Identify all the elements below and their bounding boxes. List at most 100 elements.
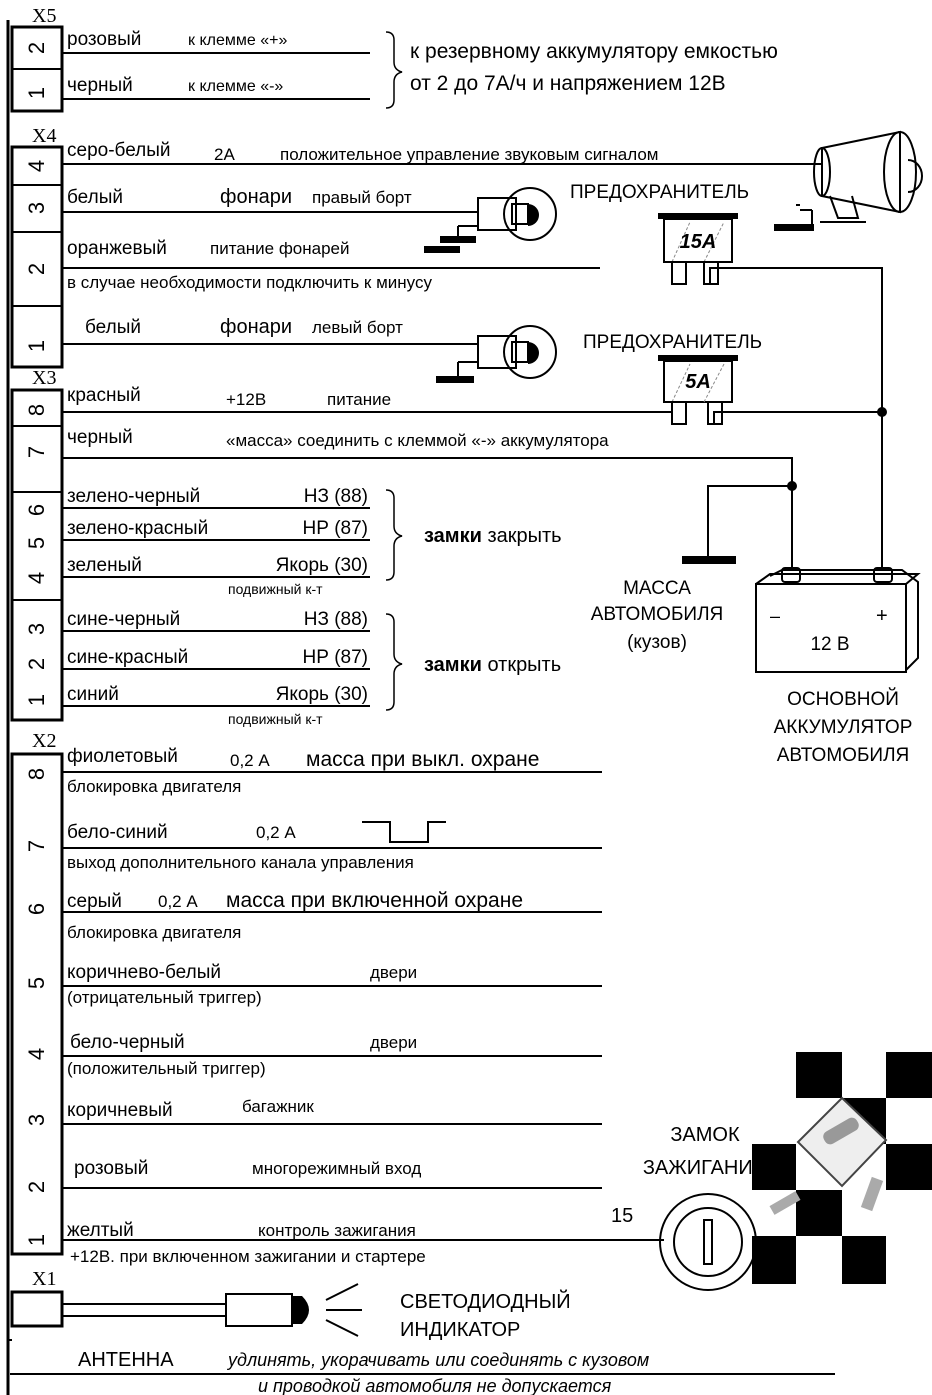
pin-number: 8 (24, 768, 49, 780)
battery-plus: + (876, 605, 888, 627)
connector-label-x5: X5 (32, 5, 56, 27)
connector-x2: X2 8 7 6 5 4 3 2 1 фиолетовый 0,2 А масс… (10, 730, 664, 1266)
ignition-lock-icon (659, 1193, 757, 1291)
backup-battery-note: к резервному аккумулятору емкостью (410, 40, 778, 63)
pin-number: 1 (24, 694, 49, 706)
wire-color-label: синий (67, 684, 119, 705)
wire-desc-label: фонари (220, 316, 292, 338)
brace (385, 613, 403, 711)
wire-desc-label: положительное управление звуковым сигнал… (280, 145, 659, 164)
wire-note: подвижный к-т (228, 581, 323, 597)
ground-label: АВТОМОБИЛЯ (591, 604, 724, 625)
wire-color-label: оранжевый (67, 238, 167, 259)
fuse-label: ПРЕДОХРАНИТЕЛЬ (583, 332, 762, 353)
ignition-label: ЗАМОК (670, 1124, 740, 1146)
wire-color-label: белый (67, 187, 123, 208)
ground-symbol (424, 246, 460, 253)
car-ground: МАССА АВТОМОБИЛЯ (кузов) (591, 481, 797, 653)
wire-desc-label: масса при включенной охране (226, 889, 523, 912)
wire-desc-label: к клемме «-» (188, 78, 283, 95)
lamp-right-icon (440, 187, 557, 243)
relay-contact-label: Якорь (30) (276, 684, 368, 705)
wire-color-label: коричнево-белый (67, 962, 221, 983)
battery-caption: АККУМУЛЯТОР (774, 717, 913, 738)
pin-number: 1 (24, 1234, 49, 1246)
wire-note: блокировка двигателя (67, 777, 241, 796)
wire-color-label: розовый (67, 29, 141, 50)
battery-minus: – (770, 606, 780, 626)
wire-note: в случае необходимости подключить к мину… (67, 273, 432, 292)
ground-label: МАССА (623, 578, 691, 599)
pin-number: 2 (24, 658, 49, 670)
pin-number: 4 (24, 160, 49, 172)
pin-number: 3 (24, 202, 49, 214)
connector-x5: X5 2 1 розовый к клемме «+» черный к кле… (10, 5, 778, 113)
wire-color-label: коричневый (67, 1100, 173, 1121)
relay-contact-label: Якорь (30) (276, 555, 368, 576)
wire-color-label: серо-белый (67, 140, 171, 161)
wire-desc-label: питание фонарей (210, 239, 350, 258)
pin-number: 6 (24, 504, 49, 516)
pin-number: 2 (24, 263, 49, 275)
led-label: СВЕТОДИОДНЫЙ (400, 1289, 571, 1313)
connector-label-x3: X3 (32, 367, 56, 389)
connector-x3: X3 8 7 6 5 4 3 2 1 красный +12В питание … (10, 367, 793, 727)
relay-contact-label: НЗ (88) (304, 486, 368, 507)
wire-color-label: зелено-красный (67, 518, 208, 539)
pin-number: 3 (24, 1114, 49, 1126)
wire-desc-label: фонари (220, 186, 292, 208)
wire-color-label: розовый (74, 1158, 148, 1179)
wire-note: выход дополнительного канала управления (67, 853, 414, 872)
pin-number: 2 (24, 1181, 49, 1193)
ignition-terminal: 15 (611, 1205, 633, 1227)
wire-color-label: сине-красный (67, 647, 188, 668)
battery-icon: – + 12 В ОСНОВНОЙ АККУМУЛЯТОР АВТОМОБИЛЯ (755, 567, 921, 766)
backup-battery-note: от 2 до 7А/ч и напряжением 12В (410, 72, 726, 95)
wire-x3-7 (62, 457, 793, 568)
pin-number: 4 (24, 1048, 49, 1060)
wire-current-label: 0,2 А (230, 751, 270, 770)
fuse-15a: ПРЕДОХРАНИТЕЛЬ 15А (570, 182, 800, 285)
wire-desc-label: левый борт (312, 318, 403, 337)
wire-color-label: зелено-черный (67, 486, 200, 507)
pin-number: 6 (24, 903, 49, 915)
antenna-warning: удлинять, укорачивать или соединять с ку… (226, 1350, 649, 1370)
pin-number: 1 (24, 340, 49, 352)
battery-voltage: 12 В (810, 634, 849, 655)
wire-fuse15-battery (709, 267, 883, 568)
pin-number: 8 (24, 404, 49, 416)
lock-close-action: закрыть (487, 525, 561, 547)
fuse-label: ПРЕДОХРАНИТЕЛЬ (570, 182, 749, 203)
wire-desc-label: контроль зажигания (258, 1221, 416, 1240)
wire-desc-label: к клемме «+» (188, 32, 287, 49)
wire-color-label: бело-черный (70, 1032, 185, 1053)
connector-label-x4: X4 (32, 125, 56, 147)
pin-number: 7 (24, 840, 49, 852)
wire-desc-label: питание (327, 390, 391, 409)
lock-close-bold: замки (424, 525, 482, 547)
wire-color-label: черный (67, 75, 133, 96)
led-indicator-icon (225, 1283, 362, 1337)
lock-open-label: замки открыть (424, 654, 561, 676)
battery-caption: ОСНОВНОЙ (787, 688, 899, 710)
wire-note: (положительный триггер) (67, 1059, 266, 1078)
wire-color-label: бело-синий (67, 822, 168, 843)
antenna-warning: и проводкой автомобиля не допускается (258, 1376, 612, 1395)
pin-number: 1 (24, 87, 49, 99)
wire-note: (отрицательный триггер) (67, 988, 262, 1007)
connector-body-x1 (10, 1290, 64, 1328)
fuse-rating: 15А (680, 231, 717, 253)
lamp-left-icon (436, 325, 557, 383)
ignition-label: ЗАЖИГАНИЯ (643, 1157, 767, 1179)
connector-x1: X1 СВЕТОДИОДНЫЙ ИНДИКАТОР АНТЕННА удлиня… (8, 1268, 835, 1395)
antenna-label: АНТЕННА (78, 1349, 174, 1371)
pin-number: 4 (24, 572, 49, 584)
wire-desc-label: многорежимный вход (252, 1159, 421, 1178)
wire-desc-label: +12В (226, 390, 266, 409)
wire-current-label: 0,2 А (158, 892, 198, 911)
pin-number: 5 (24, 537, 49, 549)
wire-fuse5-battery (713, 411, 882, 424)
connector-body-x3 (10, 388, 64, 722)
ground-label: (кузов) (627, 632, 687, 653)
